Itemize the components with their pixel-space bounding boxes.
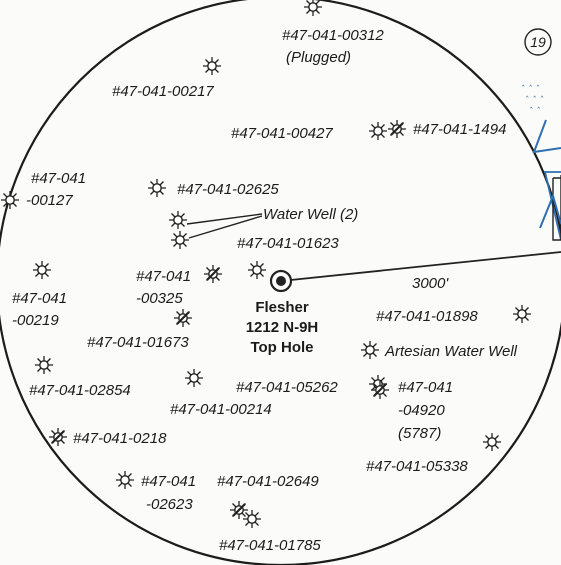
plugged-well-icon bbox=[49, 428, 67, 446]
well-icon bbox=[247, 260, 267, 280]
well-icon bbox=[202, 56, 222, 76]
page-marker-circle bbox=[524, 28, 552, 56]
water-well-label: Water Well (2) bbox=[263, 206, 358, 223]
radius-line bbox=[280, 251, 561, 282]
well-04920-label-a: #47-041 bbox=[398, 379, 453, 396]
well-02649-label: #47-041-02649 bbox=[217, 473, 319, 490]
plugged-well-icon bbox=[230, 501, 248, 519]
well-02854-label: #47-041-02854 bbox=[29, 382, 131, 399]
well-00217-label: #47-041-00217 bbox=[112, 83, 214, 100]
well-01785-label: #47-041-01785 bbox=[219, 537, 321, 554]
plugged-well-icon bbox=[204, 265, 222, 283]
center-well-position: Top Hole bbox=[250, 339, 313, 356]
well-0218-label: #47-041-0218 bbox=[73, 430, 167, 447]
blue-line bbox=[543, 171, 561, 241]
well-00219-label-b: -00219 bbox=[12, 312, 59, 329]
page-marker: 19 bbox=[530, 34, 546, 50]
well-icon bbox=[303, 0, 323, 17]
radius-label: 3000' bbox=[412, 275, 449, 292]
well-icon bbox=[0, 190, 20, 210]
well-00127-label-a: #47-041 bbox=[31, 170, 86, 187]
well-00312-note: (Plugged) bbox=[286, 49, 351, 66]
svg-text:ˆ ˆ: ˆ ˆ bbox=[529, 106, 541, 117]
well-icon bbox=[368, 121, 388, 141]
plugged-well-icon bbox=[388, 120, 406, 138]
well-icon bbox=[242, 509, 262, 529]
center-well-name: Flesher bbox=[255, 299, 309, 316]
well-icon bbox=[115, 470, 135, 490]
well-02625-label: #47-041-02625 bbox=[177, 181, 279, 198]
well-1494-label: #47-041-1494 bbox=[413, 121, 506, 138]
well-01623-label: #47-041-01623 bbox=[237, 235, 339, 252]
well-00219-label-a: #47-041 bbox=[12, 290, 67, 307]
svg-text:ˆ ˆ ˆ: ˆ ˆ ˆ bbox=[521, 84, 540, 95]
flesher-top-hole-marker bbox=[269, 269, 293, 293]
plugged-well-icon bbox=[371, 381, 389, 399]
well-00427-label: #47-041-00427 bbox=[231, 125, 333, 142]
well-icon bbox=[512, 304, 532, 324]
well-00312-label: #47-041-00312 bbox=[282, 27, 384, 44]
well-00325-label-a: #47-041 bbox=[136, 268, 191, 285]
triangle-marker bbox=[539, 192, 561, 229]
well-05262-label: #47-041-05262 bbox=[236, 379, 338, 396]
well-01898-label: #47-041-01898 bbox=[376, 308, 478, 325]
well-02623-label-a: #47-041 bbox=[141, 473, 196, 490]
topo-marks: ˆ ˆ ˆ ˆ ˆ ˆ ˆ ˆ bbox=[521, 84, 544, 117]
well-05338-label: #47-041-05338 bbox=[366, 458, 468, 475]
water-well-icon bbox=[168, 210, 188, 230]
well-01673-label: #47-041-01673 bbox=[87, 334, 189, 351]
well-icon bbox=[32, 260, 52, 280]
well-00325-label-b: -00325 bbox=[136, 290, 183, 307]
well-00214-label: #47-041-00214 bbox=[170, 401, 272, 418]
well-icon bbox=[360, 340, 380, 360]
well-02623-label-b: -02623 bbox=[146, 496, 193, 513]
well-icon bbox=[482, 432, 502, 452]
well-icon bbox=[184, 368, 204, 388]
plugged-well-icon bbox=[174, 309, 192, 327]
well-04920-label-b: -04920 bbox=[398, 402, 445, 419]
stream-line bbox=[532, 119, 561, 154]
artesian-well-label: Artesian Water Well bbox=[384, 343, 518, 360]
well-icon bbox=[147, 178, 167, 198]
well-icon bbox=[34, 355, 54, 375]
well-04920-label-c: (5787) bbox=[398, 425, 441, 442]
svg-text:ˆ ˆ ˆ: ˆ ˆ ˆ bbox=[525, 95, 544, 106]
water-well-icon bbox=[170, 230, 190, 250]
center-well-number: 1212 N-9H bbox=[246, 319, 319, 336]
well-00127-label-b: -00127 bbox=[26, 192, 73, 209]
